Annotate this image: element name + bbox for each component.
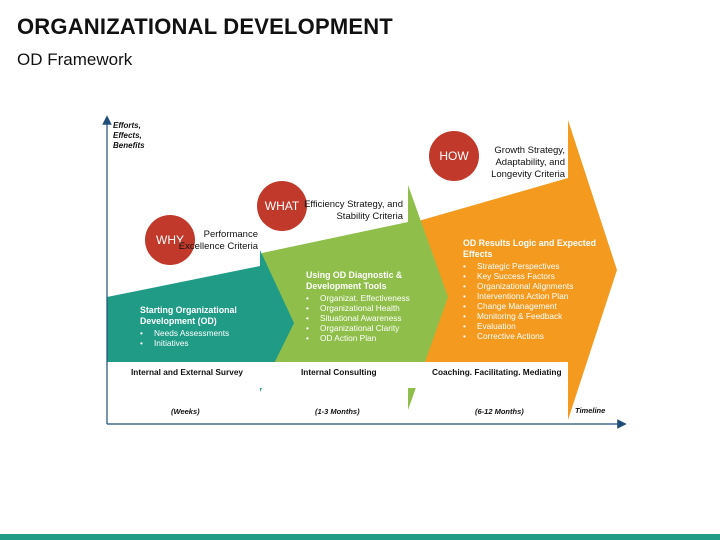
what-criteria: Efficiency Strategy, and Stability Crite… (304, 199, 403, 222)
stage-3-title: OD Results Logic and Expected Effects (463, 238, 596, 259)
page-subtitle: OD Framework (17, 50, 133, 69)
how-label: HOW (439, 149, 469, 163)
phase-3-label: Coaching. Facilitating. Mediating (432, 367, 562, 377)
list-item: Interventions Action Plan (463, 291, 603, 301)
list-item: Change Management (463, 301, 603, 311)
duration-3-label: (6-12 Months) (475, 407, 524, 416)
list-item: Organizational Alignments (463, 281, 603, 291)
list-item: Organizat. Effectiveness (306, 293, 426, 303)
y-axis-label: Efforts, Effects, Benefits (113, 121, 145, 150)
phase-band (107, 362, 568, 388)
stage-1-title: Starting Organizational Development (OD) (140, 305, 237, 326)
list-item: OD Action Plan (306, 333, 426, 343)
x-axis-label: Timeline (575, 406, 606, 415)
stage-3-block: OD Results Logic and Expected Effects St… (463, 238, 603, 341)
how-circle: HOW (429, 131, 479, 181)
stage-2-list: Organizat. Effectiveness Organizational … (306, 293, 426, 343)
stage-3-list: Strategic Perspectives Key Success Facto… (463, 261, 603, 341)
stage-1-block: Starting Organizational Development (OD)… (140, 305, 260, 348)
page-title: ORGANIZATIONAL DEVELOPMENT (17, 14, 393, 39)
list-item: Situational Awareness (306, 313, 426, 323)
why-label: WHY (156, 233, 184, 247)
stage-1-arrow (107, 250, 294, 392)
stage-2-block: Using OD Diagnostic & Development Tools … (306, 270, 426, 343)
what-label: WHAT (264, 199, 300, 213)
stage-1-list: Needs Assessments Initiatives (140, 328, 260, 348)
list-item: Strategic Perspectives (463, 261, 603, 271)
what-circle: WHAT (257, 181, 307, 231)
why-criteria: Performance Excellence Criteria (178, 229, 258, 252)
stage-2-title: Using OD Diagnostic & Development Tools (306, 270, 403, 291)
list-item: Evaluation (463, 321, 603, 331)
list-item: Corrective Actions (463, 331, 603, 341)
why-circle: WHY (145, 215, 195, 265)
list-item: Key Success Factors (463, 271, 603, 281)
list-item: Needs Assessments (140, 328, 260, 338)
duration-2-label: (1-3 Months) (315, 407, 360, 416)
bottom-accent-bar (0, 534, 720, 540)
list-item: Organizational Health (306, 303, 426, 313)
list-item: Initiatives (140, 338, 260, 348)
phase-1-label: Internal and External Survey (131, 367, 244, 377)
duration-1-label: (Weeks) (171, 407, 200, 416)
list-item: Organizational Clarity (306, 323, 426, 333)
list-item: Monitoring & Feedback (463, 311, 603, 321)
phase-2-label: Internal Consulting (301, 367, 377, 377)
how-criteria: Growth Strategy, Adaptability, and Longe… (491, 145, 565, 180)
